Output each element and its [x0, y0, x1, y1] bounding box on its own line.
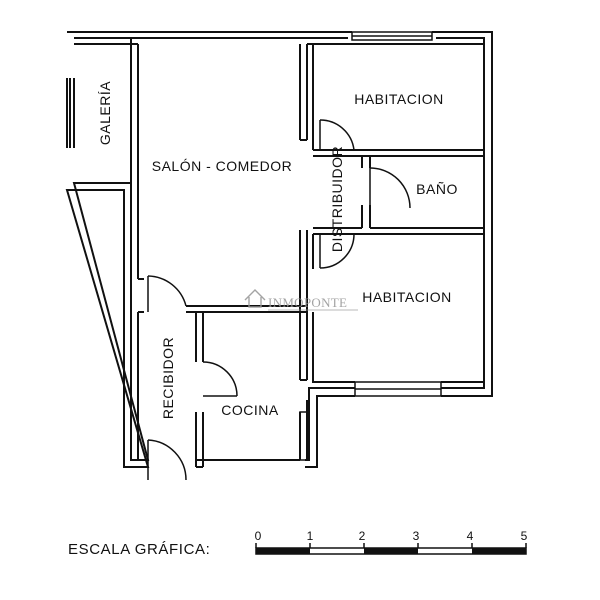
scale-tick-0: 0: [255, 529, 262, 543]
room-label-habitacion-mid: HABITACION: [362, 289, 452, 305]
room-label-recibidor: RECIBIDOR: [160, 337, 176, 419]
doors: [147, 119, 411, 481]
room-label-galeria: GALERÍA: [97, 81, 113, 145]
windows: [299, 31, 442, 461]
scale-tick-1: 1: [307, 529, 314, 543]
room-label-cocina: COCINA: [221, 402, 279, 418]
scale-label: ESCALA GRÁFICA:: [68, 541, 210, 558]
scale-tick-5: 5: [521, 529, 528, 543]
scale-tick-4: 4: [467, 529, 474, 543]
scale-tick-3: 3: [413, 529, 420, 543]
scale-tick-2: 2: [359, 529, 366, 543]
watermark-logo: INMOPONTE: [244, 289, 358, 311]
scale-bar: [255, 543, 527, 555]
room-label-habitacion-top: HABITACION: [354, 91, 444, 107]
watermark-text: INMOPONTE: [268, 295, 347, 310]
room-label-distribuidor: DISTRIBUIDOR: [329, 146, 345, 252]
room-label-bano: BAÑO: [416, 181, 458, 197]
room-label-salon-comedor: SALÓN - COMEDOR: [152, 158, 293, 174]
